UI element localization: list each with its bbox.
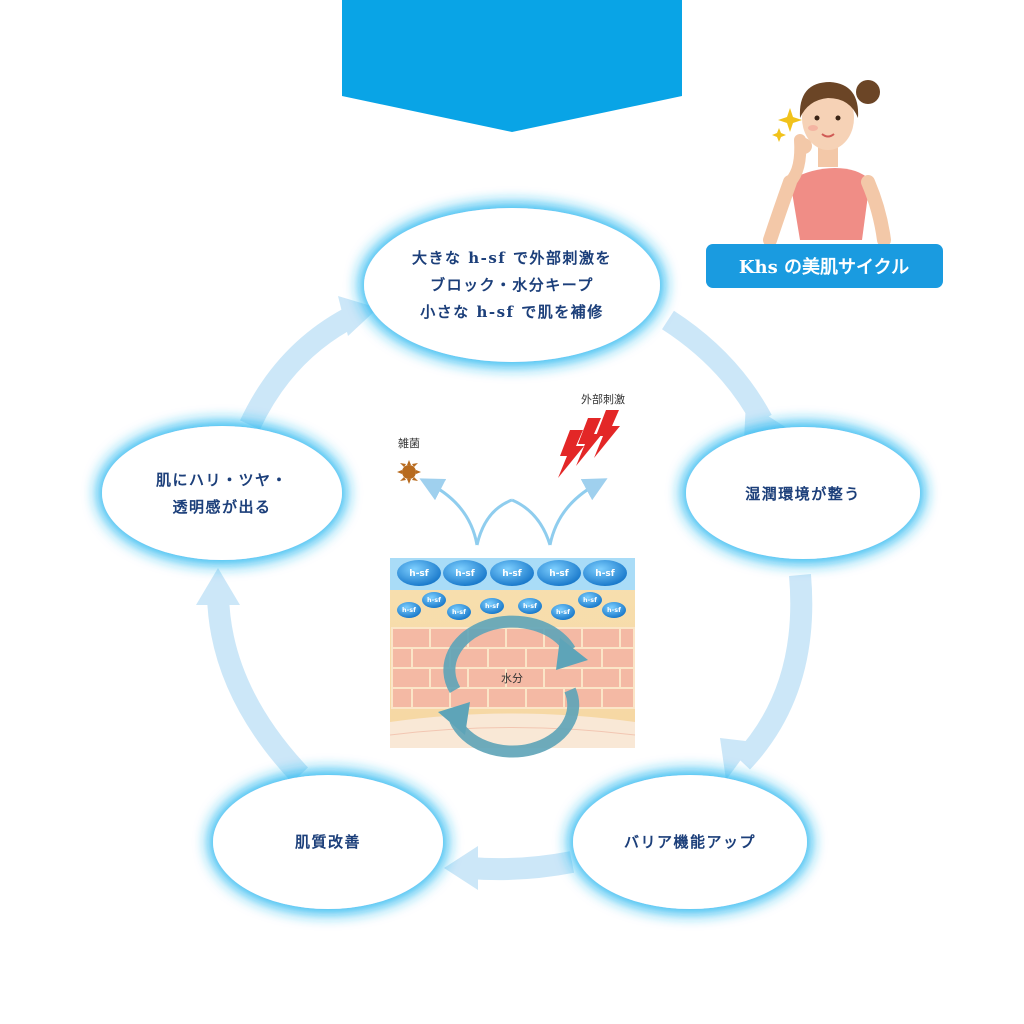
top-banner [342, 0, 682, 132]
node1-line1: 大きな h-sf で外部刺激を [412, 249, 612, 267]
hsf-small-label: h-sf [452, 608, 466, 616]
cycle-node-block-stimulus [364, 208, 660, 362]
node1-line2: ブロック・水分キープ [430, 276, 594, 294]
stimulus-label: 外部刺激 [581, 392, 625, 406]
cycle-node-skin-improvement [213, 775, 443, 909]
woman-illustration [763, 80, 891, 247]
cycle-node-moist-environment [686, 427, 920, 559]
node5-line1: 肌にハリ・ツヤ・ [156, 471, 288, 489]
cycle-node-barrier-up [573, 775, 807, 909]
hsf-small-label: h-sf [607, 606, 621, 614]
bacteria-icon [397, 460, 421, 484]
hsf-label: h-sf [455, 569, 474, 579]
moisture-label: 水分 [501, 672, 523, 685]
deflect-arrows [419, 478, 608, 546]
hsf-small-label: h-sf [402, 606, 416, 614]
cycle-title-badge [706, 244, 943, 288]
node4-line1: 肌質改善 [295, 833, 361, 851]
cycle-title-text: Khs の美肌サイクル [739, 256, 909, 278]
hsf-small-label: h-sf [523, 602, 537, 610]
sparkle-icon [772, 108, 802, 142]
moisture-cycle-arrows [443, 615, 580, 758]
node3-line1: バリア機能アップ [624, 833, 756, 851]
hsf-small-label: h-sf [485, 602, 499, 610]
hsf-small-label: h-sf [427, 596, 441, 604]
hsf-large-bubbles [397, 560, 627, 586]
hsf-label: h-sf [595, 569, 614, 579]
hsf-small-label: h-sf [556, 608, 570, 616]
cycle-arrows [207, 305, 813, 881]
hsf-small-bubbles [397, 592, 626, 620]
bacteria-label: 雑菌 [398, 436, 420, 450]
lightning-icon [558, 410, 620, 478]
hsf-small-label: h-sf [583, 596, 597, 604]
hsf-label: h-sf [549, 569, 568, 579]
hsf-label: h-sf [409, 569, 428, 579]
node1-line3: 小さな h-sf で肌を補修 [420, 303, 603, 321]
skin-cross-section [389, 558, 636, 748]
hsf-label: h-sf [502, 569, 521, 579]
node5-line2: 透明感が出る [172, 498, 271, 516]
cycle-node-firmness-glow [102, 426, 342, 560]
node2-line1: 湿潤環境が整う [745, 485, 861, 503]
